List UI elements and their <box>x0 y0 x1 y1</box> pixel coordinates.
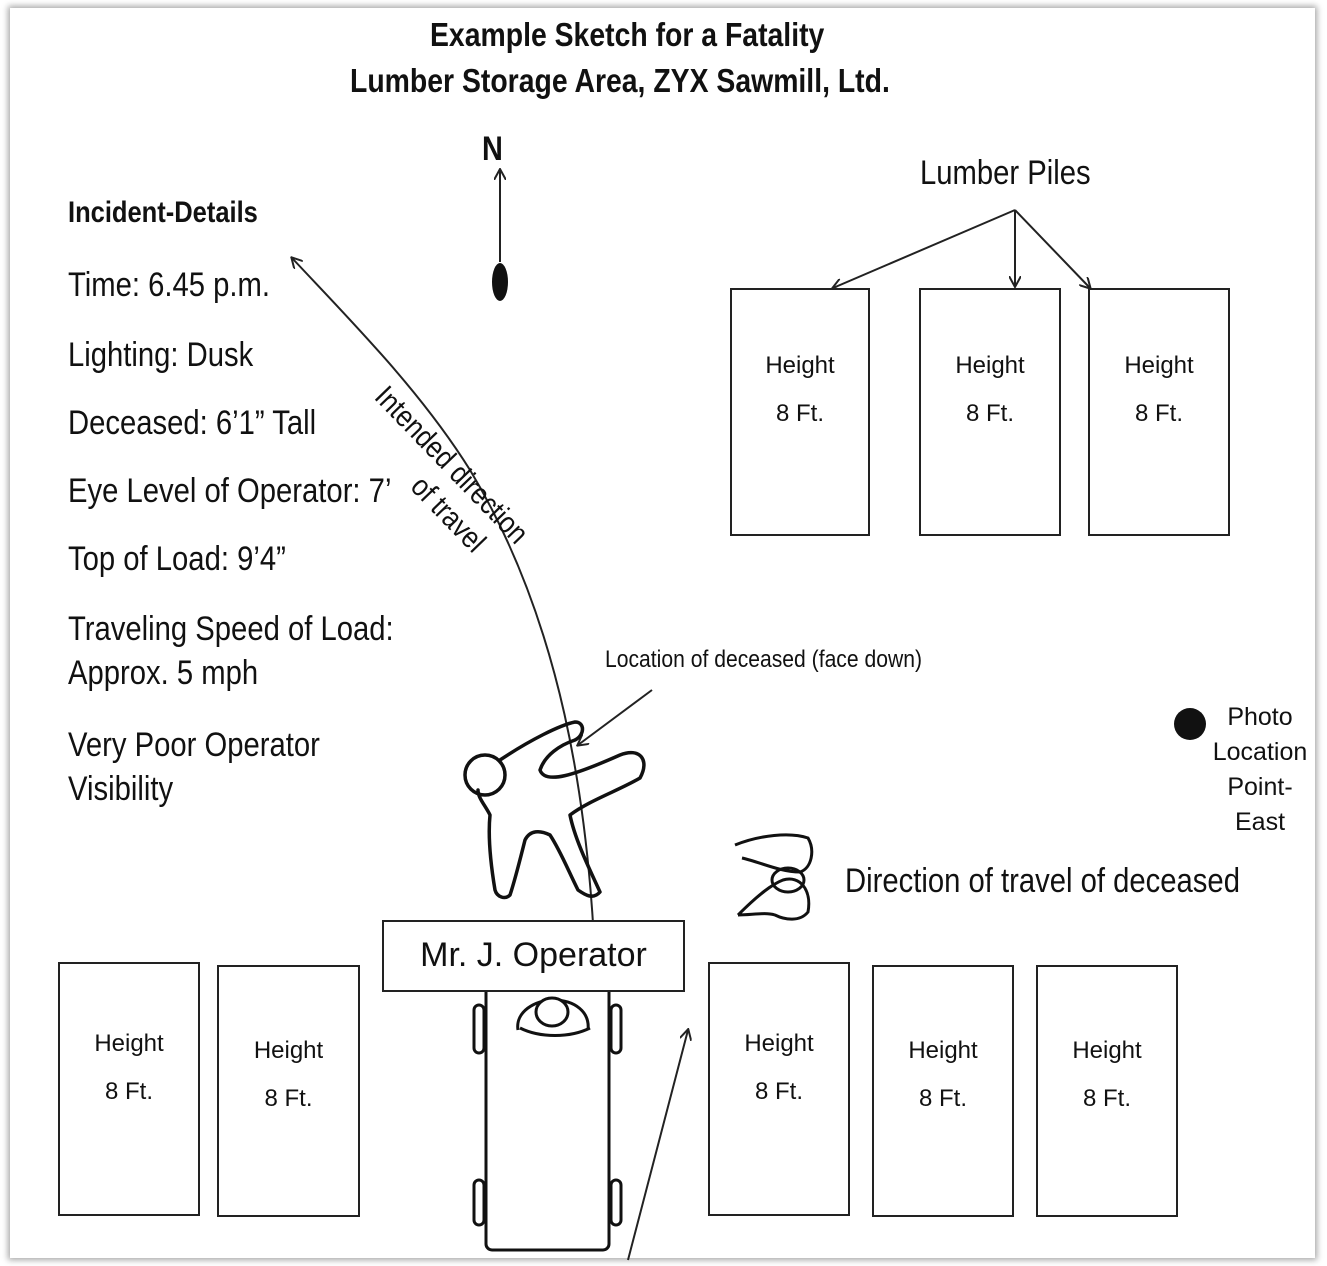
pile-height-value: 8 Ft. <box>775 400 824 427</box>
photo-location-label: Photo Location Point- East <box>1205 700 1315 840</box>
incident-details-heading: Incident-Details <box>68 196 258 229</box>
incident-visibility-line-2: Visibility <box>68 770 174 808</box>
pile-height-value: 8 Ft. <box>754 1078 803 1105</box>
pile-height-value: 8 Ft. <box>104 1078 153 1105</box>
lumber-pile-top-3: Height 8 Ft. <box>1088 288 1230 536</box>
photo-location-line-1: Photo <box>1227 703 1293 731</box>
incident-speed-line-2: Approx. 5 mph <box>68 654 259 692</box>
lumber-pile-bottom-left-2: Height 8 Ft. <box>217 965 360 1217</box>
incident-lighting: Lighting: Dusk <box>68 336 254 374</box>
deceased-location-label: Location of deceased (face down) <box>605 646 923 673</box>
photo-location-icon <box>1174 708 1206 740</box>
incident-visibility-line-1: Very Poor Operator <box>68 726 320 764</box>
pile-height-label: Height <box>744 1030 814 1057</box>
lumber-pile-bottom-right-2: Height 8 Ft. <box>872 965 1014 1217</box>
footprints-icon <box>734 833 814 921</box>
incident-time: Time: 6.45 p.m. <box>68 266 271 304</box>
pile-height-label: Height <box>1124 352 1194 379</box>
forklift-icon <box>472 978 623 1252</box>
pile-height-value: 8 Ft. <box>264 1085 313 1112</box>
lumber-piles-arrows <box>833 209 1090 288</box>
lumber-pile-top-1: Height 8 Ft. <box>730 288 870 536</box>
lumber-pile-top-2: Height 8 Ft. <box>919 288 1061 536</box>
incident-eye-level: Eye Level of Operator: 7’ <box>68 472 392 510</box>
pile-height-label: Height <box>955 352 1025 379</box>
photo-location-line-4: East <box>1234 808 1286 836</box>
lumber-piles-label: Lumber Piles <box>920 154 1091 192</box>
incident-top-of-load: Top of Load: 9’4” <box>68 540 286 578</box>
deceased-direction-label: Direction of travel of deceased <box>845 862 1240 900</box>
pile-height-label: Height <box>765 352 835 379</box>
incident-speed-line-1: Traveling Speed of Load: <box>68 610 394 648</box>
compass-north-label: N <box>482 130 503 168</box>
lumber-pile-bottom-right-3: Height 8 Ft. <box>1036 965 1178 1217</box>
operator-load-box: Mr. J. Operator <box>382 920 685 992</box>
title-line-2: Lumber Storage Area, ZYX Sawmill, Ltd. <box>350 62 890 99</box>
photo-location-line-3: Point- <box>1227 773 1293 801</box>
operator-label: Mr. J. Operator <box>420 936 647 974</box>
pile-height-value: 8 Ft. <box>965 400 1014 427</box>
pile-height-label: Height <box>94 1030 164 1057</box>
photo-location-line-2: Location <box>1212 738 1308 766</box>
pile-height-value: 8 Ft. <box>918 1085 967 1112</box>
lumber-pile-bottom-right-1: Height 8 Ft. <box>708 962 850 1216</box>
pile-height-label: Height <box>1072 1037 1142 1064</box>
pile-height-value: 8 Ft. <box>1134 400 1183 427</box>
lumber-pile-bottom-left-1: Height 8 Ft. <box>58 962 200 1216</box>
pile-height-label: Height <box>908 1037 978 1064</box>
pile-height-value: 8 Ft. <box>1082 1085 1131 1112</box>
incident-deceased: Deceased: 6’1” Tall <box>68 404 317 442</box>
intended-direction-arrow <box>292 258 597 986</box>
pile-height-label: Height <box>253 1037 324 1064</box>
photo-direction-arrow <box>627 1030 688 1261</box>
deceased-figure <box>463 720 646 900</box>
title-line-1: Example Sketch for a Fatality <box>430 16 825 53</box>
deceased-pointer-arrow <box>578 689 653 745</box>
compass-icon <box>492 170 508 301</box>
